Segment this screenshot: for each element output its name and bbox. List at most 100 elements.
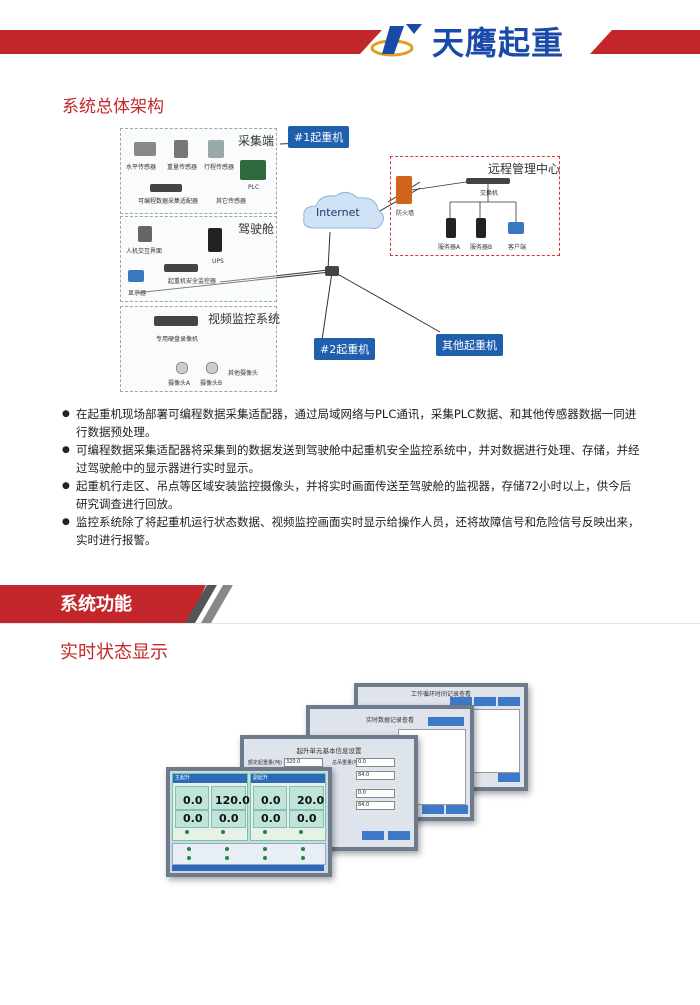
cycle-time-screen-title: 工作循环时间记录查看 bbox=[410, 691, 471, 698]
adapter-label: 可编程数据采集适配器 bbox=[138, 198, 199, 205]
status-dot-icon bbox=[299, 830, 303, 834]
setting-field[interactable]: 84.0 bbox=[356, 771, 395, 780]
remote-lines bbox=[411, 181, 517, 222]
switch-label: 交换机 bbox=[480, 190, 499, 197]
remote-center-label: 远程管理中心 bbox=[488, 162, 561, 176]
setting-field[interactable]: 84.0 bbox=[356, 801, 395, 810]
main-hoist-panel: 主起升 0.0 120.0 0.0 0.0 bbox=[172, 773, 250, 841]
realtime-record-screen-title: 实时数据记录查看 bbox=[365, 717, 414, 724]
rated-capacity-field[interactable]: 320.0 bbox=[284, 758, 323, 767]
architecture-section-title: 系统总体架构 bbox=[62, 97, 164, 117]
main-speed-value: 0.0 bbox=[219, 812, 239, 825]
setting-field[interactable]: 0.0 bbox=[356, 789, 395, 798]
crane1-tag: #1起重机 bbox=[288, 126, 350, 148]
bullet-item: 在起重机现场部署可编程数据采集适配器，通过局域网络与PLC通讯，采集PLC数据、… bbox=[62, 405, 642, 441]
ups-icon bbox=[208, 228, 222, 252]
banner-divider bbox=[0, 623, 700, 624]
firewall-icon bbox=[396, 176, 412, 204]
bullet-item: 可编程数据采集适配器将采集到的数据发送到驾驶舱中起重机安全监控系统中，并对数据进… bbox=[62, 441, 642, 477]
aux-speed-value: 0.0 bbox=[297, 812, 317, 825]
realtime-display-title: 实时状态显示 bbox=[60, 642, 168, 663]
client-label: 客户端 bbox=[508, 244, 527, 251]
server-b-icon bbox=[476, 218, 486, 238]
speed-gauge bbox=[211, 810, 246, 828]
screen-button bbox=[446, 805, 468, 814]
crane2-tag: #2起重机 bbox=[314, 338, 376, 360]
architecture-diagram: 采集端 水平传感器 重量传感器 行程传感器 PLC 可编程数据采集适配器 其它传… bbox=[120, 122, 570, 397]
weight-sensor-icon bbox=[174, 140, 188, 158]
height-gauge bbox=[175, 810, 209, 828]
functions-banner-title: 系统功能 bbox=[60, 594, 132, 615]
architecture-bullets: 在起重机现场部署可编程数据采集适配器，通过局域网络与PLC通讯，采集PLC数据、… bbox=[62, 405, 642, 549]
company-logo-icon bbox=[370, 24, 422, 57]
bullet-item: 监控系统除了将起重机运行状态数据、视频监控画面实时显示给操作人员，还将故障信号和… bbox=[62, 513, 642, 549]
status-dot-icon bbox=[185, 830, 189, 834]
ups-label: UPS bbox=[212, 258, 224, 265]
firewall-label: 防火墙 bbox=[396, 210, 415, 217]
screen-button bbox=[422, 805, 444, 814]
video-box bbox=[120, 306, 277, 392]
travel-sensor-label: 行程传感器 bbox=[204, 164, 235, 171]
screen-button bbox=[498, 697, 520, 706]
collect-end-label: 采集端 bbox=[238, 134, 275, 148]
status-dot-icon bbox=[225, 856, 229, 860]
switch-icon bbox=[466, 178, 510, 184]
field-label: 总吊重量(吨) bbox=[332, 760, 361, 766]
cab-label: 驾驶舱 bbox=[238, 222, 275, 236]
hmi-label: 人机交互界面 bbox=[126, 248, 163, 255]
plc-icon bbox=[240, 160, 266, 180]
total-load-field[interactable]: 0.0 bbox=[356, 758, 395, 767]
main-rated-value: 120.0 bbox=[215, 794, 250, 807]
status-display-screen: 主起升 0.0 120.0 0.0 0.0 副起升 0.0 20.0 0.0 0… bbox=[166, 767, 332, 877]
crane-monitor-icon bbox=[164, 264, 198, 272]
screen-button bbox=[428, 717, 450, 726]
rated-gauge bbox=[211, 786, 246, 810]
adapter-icon bbox=[150, 184, 182, 192]
status-dot-icon bbox=[225, 847, 229, 851]
company-logo-text: 天鹰起重 bbox=[432, 24, 565, 62]
main-hoist-panel-title: 主起升 bbox=[173, 774, 247, 783]
dvr-label: 专用硬盘录像机 bbox=[156, 336, 199, 343]
height-gauge bbox=[253, 810, 287, 828]
level-sensor-icon bbox=[134, 142, 156, 156]
other-cranes-tag: 其他起重机 bbox=[436, 334, 503, 356]
load-gauge bbox=[253, 786, 287, 810]
internet-cloud-icon bbox=[303, 192, 384, 230]
status-signal-strip bbox=[172, 843, 326, 865]
rated-gauge bbox=[289, 786, 324, 810]
status-footer-bar bbox=[172, 865, 324, 871]
server-a-label: 服务器A bbox=[438, 244, 461, 251]
weight-sensor-label: 重量传感器 bbox=[167, 164, 198, 171]
status-dot-icon bbox=[301, 847, 305, 851]
load-gauge bbox=[175, 786, 209, 810]
level-sensor-label: 水平传感器 bbox=[126, 164, 157, 171]
header-red-bar-left bbox=[0, 30, 382, 54]
hoist-settings-screen-title: 起升单元基本信息设置 bbox=[296, 747, 362, 755]
bullet-item: 起重机行走区、吊点等区域安装监控摄像头，并将实时画面传送至驾驶舱的监视器，存储7… bbox=[62, 477, 642, 513]
display-icon bbox=[128, 270, 144, 282]
travel-sensor-icon bbox=[208, 140, 224, 158]
server-b-label: 服务器B bbox=[470, 244, 493, 251]
other-camera-label: 其他摄像头 bbox=[228, 370, 259, 377]
aux-hoist-panel: 副起升 0.0 20.0 0.0 0.0 bbox=[250, 773, 326, 841]
screen-button bbox=[498, 773, 520, 782]
aux-rated-value: 20.0 bbox=[297, 794, 325, 807]
aux-load-value: 0.0 bbox=[261, 794, 281, 807]
status-dot-icon bbox=[263, 856, 267, 860]
internet-label: Internet bbox=[316, 206, 360, 219]
screen-button bbox=[388, 831, 410, 840]
client-icon bbox=[508, 222, 524, 234]
cycle-time-table bbox=[468, 709, 520, 773]
aux-height-value: 0.0 bbox=[261, 812, 281, 825]
camera-a-label: 摄像头A bbox=[168, 380, 191, 387]
router-icon bbox=[325, 266, 339, 276]
speed-gauge bbox=[289, 810, 324, 828]
screen-button bbox=[362, 831, 384, 840]
status-dot-icon bbox=[221, 830, 225, 834]
crane-monitor-label: 起重机安全监控器 bbox=[168, 278, 217, 285]
status-dot-icon bbox=[301, 856, 305, 860]
screen-button bbox=[450, 717, 464, 726]
video-label: 视频监控系统 bbox=[208, 312, 281, 326]
status-dot-icon bbox=[263, 830, 267, 834]
main-load-value: 0.0 bbox=[183, 794, 203, 807]
